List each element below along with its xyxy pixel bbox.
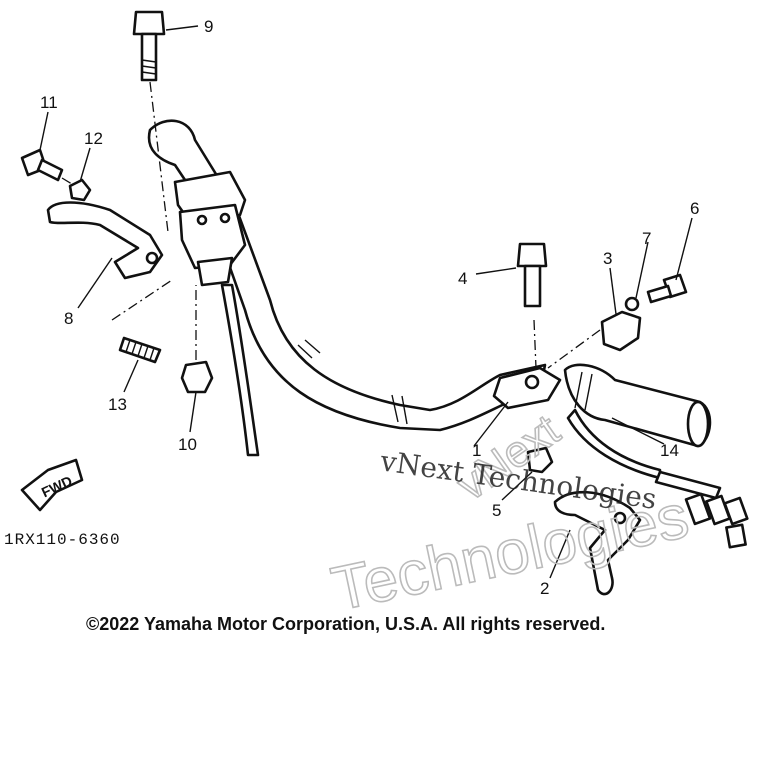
callout-13: 13 xyxy=(108,395,127,414)
bolt-9 xyxy=(132,10,166,82)
copyright-notice: ©2022 Yamaha Motor Corporation, U.S.A. A… xyxy=(86,614,605,634)
callout-4: 4 xyxy=(458,269,467,288)
leader-lines xyxy=(39,25,693,579)
bolt-11-alignment-line xyxy=(61,177,83,191)
watermark: Technologies vNext vNext Technologies xyxy=(325,405,695,626)
spring-13 xyxy=(118,336,162,364)
nut-12 xyxy=(68,178,92,202)
clutch-cable xyxy=(220,283,260,457)
bolt-4-alignment-line xyxy=(533,319,537,369)
callout-5: 5 xyxy=(492,501,501,520)
nut-10 xyxy=(180,360,214,394)
lever-pivot-line xyxy=(111,279,173,321)
right-lever-holder xyxy=(492,366,562,410)
clamp-3-alignment-line xyxy=(547,329,601,369)
callout-10: 10 xyxy=(178,435,197,454)
bolt-9-alignment-line xyxy=(149,81,169,233)
callout-6: 6 xyxy=(690,199,699,218)
wiring-connectors xyxy=(654,470,749,549)
forward-direction-arrow: FWD xyxy=(20,458,84,512)
figure-code: 1RX110-6360 xyxy=(4,531,121,549)
callout-numbers: 1 2 3 4 5 6 7 8 9 10 11 12 13 14 xyxy=(40,17,699,598)
screw-6 xyxy=(646,273,688,304)
nut-5 xyxy=(526,446,554,474)
callout-7: 7 xyxy=(642,229,651,248)
callout-9: 9 xyxy=(204,17,213,36)
left-lever-holder xyxy=(173,170,247,287)
bolt-4 xyxy=(516,242,548,308)
brake-lever-2 xyxy=(553,490,642,596)
callout-1: 1 xyxy=(472,441,481,460)
callout-3: 3 xyxy=(603,249,612,268)
washer-7 xyxy=(624,296,640,312)
callout-14: 14 xyxy=(660,441,679,460)
clamp-3 xyxy=(600,310,642,352)
callout-8: 8 xyxy=(64,309,73,328)
callout-12: 12 xyxy=(84,129,103,148)
callout-11: 11 xyxy=(40,93,58,112)
clutch-lever-8 xyxy=(46,201,164,280)
throttle-grip-14 xyxy=(563,363,712,448)
callout-2: 2 xyxy=(540,579,549,598)
bolt-11 xyxy=(20,148,64,182)
